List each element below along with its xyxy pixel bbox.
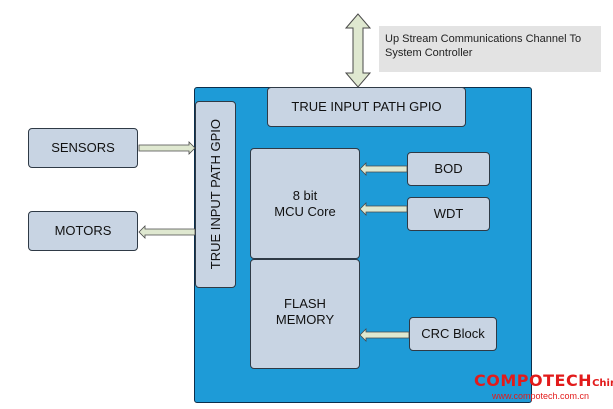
sensors-block: SENSORS: [28, 128, 138, 168]
motors-arrow: [138, 225, 196, 239]
watermark-logo: COMPOTECHChina: [474, 371, 613, 391]
crc-label: CRC Block: [421, 326, 485, 341]
sensors-arrow: [138, 141, 196, 155]
mcu-core-block: 8 bit MCU Core: [250, 148, 360, 259]
wdt-block: WDT: [407, 197, 490, 231]
upstream-note: Up Stream Communications Channel To Syst…: [379, 26, 601, 72]
gpio-top-label: TRUE INPUT PATH GPIO: [291, 99, 442, 114]
wdt-arrow: [359, 202, 408, 216]
upstream-double-arrow: [344, 13, 372, 88]
bod-arrow: [359, 162, 408, 176]
gpio-side-block: TRUE INPUT PATH GPIO: [195, 101, 236, 288]
flash-memory-block: FLASH MEMORY: [250, 259, 360, 369]
watermark-url: www.compotech.com.cn: [492, 391, 590, 401]
crc-block: CRC Block: [409, 317, 497, 351]
wdt-label: WDT: [433, 206, 464, 221]
upstream-note-line1: Up Stream Communications Channel To: [385, 33, 582, 45]
watermark-brand: COMPOTECH: [474, 371, 593, 390]
gpio-top-block: TRUE INPUT PATH GPIO: [267, 87, 466, 127]
sensors-label: SENSORS: [51, 140, 115, 155]
bod-label: BOD: [434, 161, 463, 176]
crc-arrow: [359, 328, 410, 342]
mcu-line1: 8 bit: [292, 187, 318, 203]
flash-line1: FLASH: [284, 296, 326, 311]
mcu-line2: MCU Core: [274, 203, 336, 219]
bod-block: BOD: [407, 152, 490, 186]
motors-label: MOTORS: [54, 223, 112, 238]
upstream-note-line2: System Controller: [385, 47, 473, 59]
watermark-suffix: China: [592, 378, 613, 389]
flash-line2: MEMORY: [275, 312, 335, 327]
motors-block: MOTORS: [28, 211, 138, 251]
